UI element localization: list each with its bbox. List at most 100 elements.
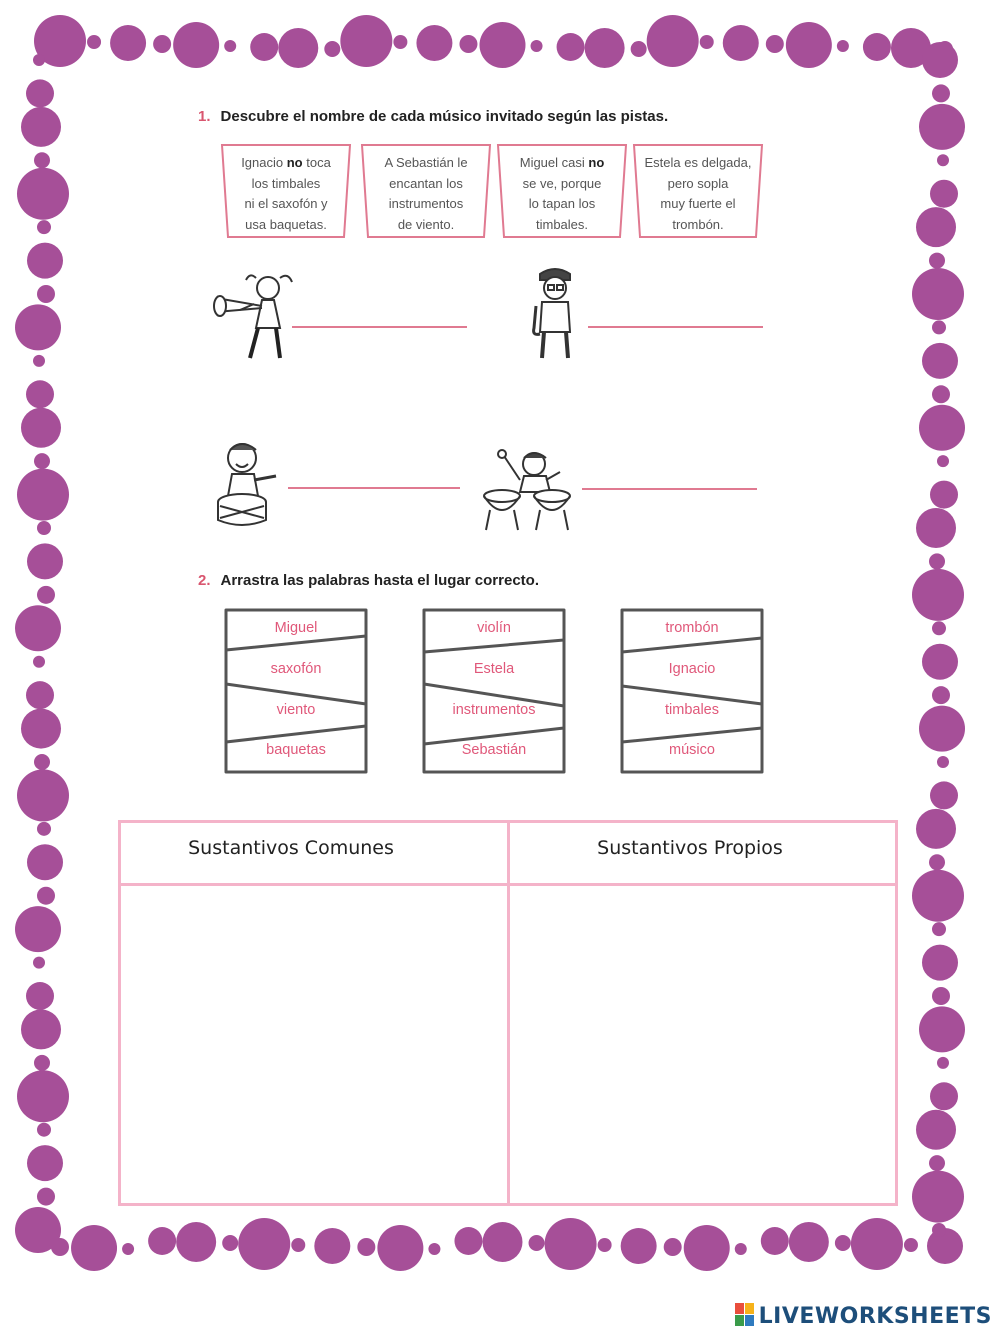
border-dot	[930, 480, 958, 509]
border-dot	[479, 22, 526, 68]
live-logo-icon	[734, 1303, 754, 1326]
word-tile[interactable]: instrumentos	[452, 702, 536, 718]
border-dot	[932, 922, 946, 937]
clue-box-frame	[360, 144, 492, 238]
border-dot	[17, 167, 69, 220]
border-dot	[932, 385, 950, 404]
drop-zone-proper-nouns[interactable]	[510, 886, 895, 1203]
brand-text: LIVEWORKSHEETS	[758, 1304, 992, 1329]
border-dot	[21, 708, 61, 749]
border-dot	[37, 886, 55, 905]
border-dot	[932, 84, 950, 103]
border-dot	[26, 79, 54, 108]
clue-box-2: A Sebastián le encantan los instrumentos…	[360, 143, 492, 239]
clue-text-1: Ignacio no toca los timbales ni el saxof…	[241, 155, 331, 232]
answer-line-3[interactable]	[288, 487, 460, 489]
border-dot	[173, 22, 220, 68]
word-tile[interactable]: Ignacio	[668, 661, 716, 677]
border-dot	[459, 35, 478, 53]
border-dot	[916, 808, 956, 849]
border-dot	[890, 28, 931, 68]
word-tile[interactable]: saxofón	[270, 661, 322, 677]
border-dot	[916, 508, 956, 548]
border-dot	[929, 854, 945, 871]
word-tile[interactable]: Sebastián	[461, 742, 527, 758]
word-card-frame	[422, 608, 566, 774]
border-dot	[683, 1225, 730, 1271]
border-dot	[357, 1238, 376, 1256]
drum-boy-illustration	[217, 443, 277, 526]
border-dot	[912, 869, 964, 922]
border-dot	[937, 756, 949, 768]
border-dot	[929, 553, 945, 570]
border-dot	[663, 1238, 682, 1256]
clue-box-3: Miguel casi no se ve, porque lo tapan lo…	[496, 143, 628, 239]
border-dot	[71, 1225, 118, 1271]
border-dot	[919, 103, 965, 150]
border-dot	[33, 354, 45, 367]
border-dot	[597, 1238, 612, 1252]
word-tile[interactable]: baquetas	[266, 742, 326, 758]
border-dot	[428, 1243, 441, 1255]
question-1-number: 1.	[198, 108, 211, 125]
border-dot	[26, 380, 54, 409]
border-dot	[930, 1082, 958, 1111]
border-dot	[15, 605, 61, 652]
answer-line-4[interactable]	[582, 488, 757, 490]
drop-zone-common-nouns[interactable]	[121, 886, 507, 1203]
border-dot	[482, 1222, 523, 1262]
word-card-1: Miguel saxofón viento baquetas	[222, 606, 370, 776]
word-tile[interactable]: Miguel	[274, 620, 318, 636]
liveworksheets-logo: LIVEWORKSHEETS	[734, 1303, 992, 1329]
border-dot	[291, 1238, 306, 1252]
clue-text-3: Miguel casi no se ve, porque lo tapan lo…	[519, 155, 605, 232]
word-card-2: violín Estela instrumentos Sebastián	[420, 606, 568, 776]
answer-line-2[interactable]	[588, 326, 763, 328]
border-dot	[17, 468, 69, 521]
border-dot	[34, 1054, 50, 1071]
border-dot	[26, 982, 54, 1010]
question-1-title: 1.Descubre el nombre de cada músico invi…	[198, 108, 668, 125]
answer-line-1[interactable]	[292, 326, 467, 328]
border-dot	[932, 621, 946, 636]
header-common-nouns: Sustantivos Comunes	[188, 837, 394, 859]
border-dot	[148, 1227, 177, 1255]
border-dot	[734, 1243, 747, 1255]
border-dot	[250, 33, 279, 61]
border-dot	[340, 15, 393, 67]
word-tile[interactable]: músico	[669, 742, 715, 758]
border-dot	[530, 40, 543, 52]
border-dot	[785, 22, 832, 68]
border-dot	[556, 33, 585, 61]
border-dot	[34, 453, 50, 470]
word-card-3: trombón Ignacio timbales músico	[618, 606, 766, 776]
border-dot	[788, 1222, 829, 1262]
trombone-girl-illustration	[213, 274, 293, 359]
border-dot	[33, 655, 45, 668]
border-dot	[122, 1243, 135, 1255]
border-dot	[278, 28, 319, 68]
clue-box-1: Ignacio no toca los timbales ni el saxof…	[220, 143, 352, 239]
word-card-frame	[224, 608, 368, 774]
border-dot	[903, 1238, 918, 1252]
border-dot	[416, 25, 453, 61]
border-dot	[927, 1228, 963, 1264]
border-dot	[862, 33, 891, 61]
question-2-number: 2.	[198, 572, 211, 589]
clue-box-frame	[496, 144, 628, 238]
border-dot	[929, 1155, 945, 1172]
border-dot	[912, 1170, 964, 1223]
border-dot	[584, 28, 625, 68]
border-dot	[834, 1235, 851, 1251]
border-dot	[17, 1070, 69, 1123]
border-dot	[15, 1207, 61, 1253]
word-tile[interactable]: viento	[276, 702, 316, 718]
border-dot	[922, 944, 958, 981]
word-tile[interactable]: trombón	[665, 620, 719, 636]
word-tile[interactable]: violín	[477, 620, 511, 636]
border-dot	[222, 1235, 239, 1251]
border-dot	[912, 268, 964, 320]
word-tile[interactable]: Estela	[473, 661, 515, 677]
word-tile[interactable]: timbales	[665, 702, 719, 718]
